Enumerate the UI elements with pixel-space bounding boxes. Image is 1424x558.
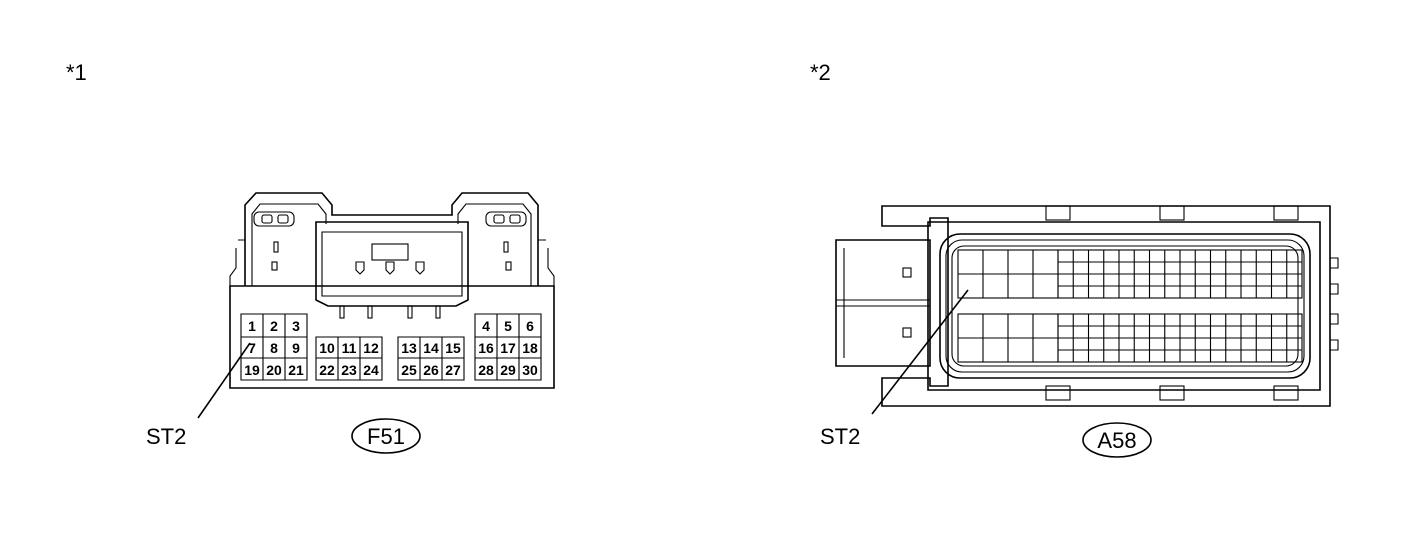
pin-label: 27	[445, 362, 461, 378]
a58-code-badge	[1082, 422, 1152, 458]
a58-cavity-grid	[957, 249, 1303, 363]
pin-label: 6	[526, 318, 534, 334]
lower-large-cavities-divisions	[958, 314, 1058, 362]
upper-small-cavities-divisions	[1058, 250, 1302, 298]
left-callout-label: ST2	[146, 424, 186, 449]
pin-label: 10	[319, 340, 335, 356]
right-view-marker: *2	[810, 60, 831, 85]
pin-label: 5	[504, 318, 512, 334]
pin-label: 13	[401, 340, 417, 356]
pin-label: 7	[248, 340, 256, 356]
pin-label: 16	[478, 340, 494, 356]
pin-label: 12	[363, 340, 379, 356]
pin-label: 17	[500, 340, 516, 356]
pin-label: 4	[482, 318, 490, 334]
pin-label: 9	[292, 340, 300, 356]
pin-label: 24	[363, 362, 379, 378]
pin-label: 29	[500, 362, 516, 378]
f51-code-badge	[351, 418, 421, 454]
pin-label: 18	[522, 340, 538, 356]
pin-label: 20	[266, 362, 282, 378]
left-view-marker: *1	[66, 60, 87, 85]
pin-label: 3	[292, 318, 300, 334]
pin-label: 14	[423, 340, 439, 356]
f51-code-label: F51	[367, 424, 405, 449]
pin-label: 8	[270, 340, 278, 356]
pin-label: 26	[423, 362, 439, 378]
pin-label: 2	[270, 318, 278, 334]
a58-connector-body	[835, 205, 1339, 407]
f51-pin-labels: 1 2 3 4 5 6 7 8 9 10 11 12 13 14 15 16 1…	[244, 318, 538, 378]
left-callout-leader	[197, 342, 251, 419]
right-callout-label: ST2	[820, 424, 860, 449]
pin-label: 19	[244, 362, 260, 378]
pin-label: 1	[248, 318, 256, 334]
a58-code-label: A58	[1097, 428, 1136, 453]
pin-label: 30	[522, 362, 538, 378]
upper-large-cavities-divisions	[958, 250, 1058, 298]
f51-pin-grid	[240, 313, 542, 381]
pin-label: 25	[401, 362, 417, 378]
lower-small-cavities-divisions	[1058, 314, 1302, 362]
pin-label: 28	[478, 362, 494, 378]
pin-label: 15	[445, 340, 461, 356]
pin-label: 11	[342, 340, 357, 356]
pin-label: 21	[288, 362, 304, 378]
pin-label: 22	[319, 362, 335, 378]
right-callout-leader	[871, 289, 969, 415]
pin-label: 23	[341, 362, 357, 378]
f51-connector-body	[229, 192, 555, 389]
